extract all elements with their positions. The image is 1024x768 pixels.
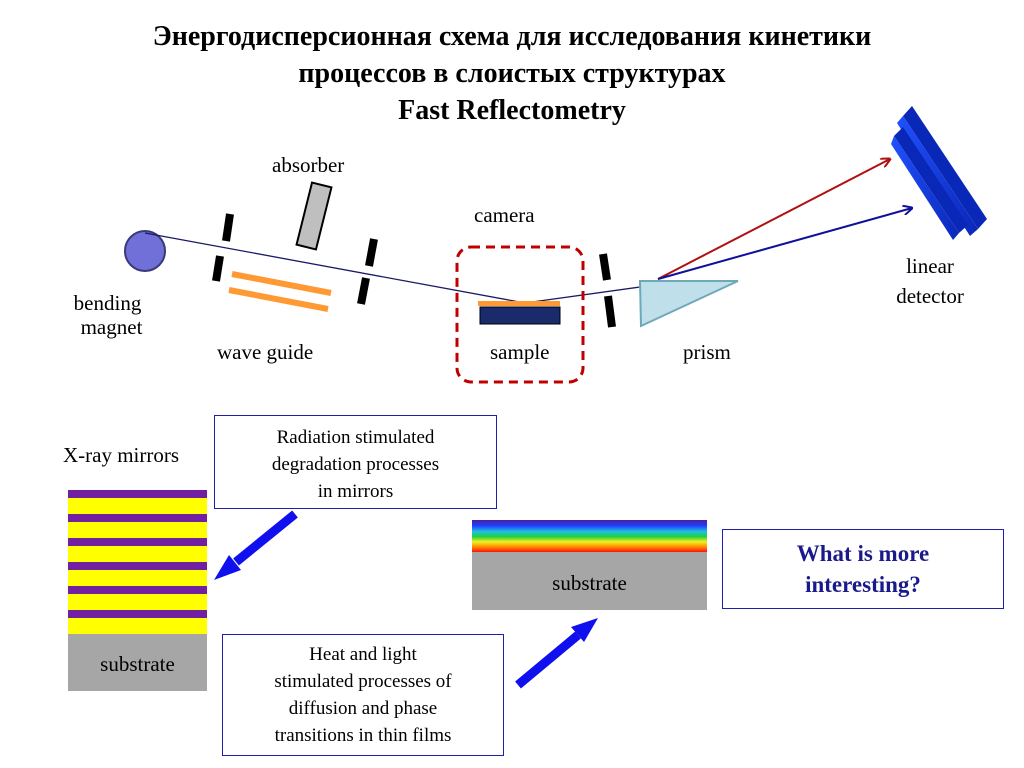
reflected-beam-red — [657, 159, 890, 280]
substrate-left-block — [68, 634, 207, 691]
heat-line-1: Heat and light — [309, 644, 417, 665]
title-line-2: процессов в слоистых структурах — [298, 58, 726, 89]
label-linear-detector: linear detector — [870, 251, 990, 311]
wave-guide-plate-1 — [231, 271, 332, 296]
xray-mirror-stack — [68, 490, 207, 634]
thin-film-layers — [472, 520, 707, 552]
radiation-line-1: Radiation stimulated — [276, 427, 435, 448]
label-xray-mirrors: X-ray mirrors — [63, 443, 180, 467]
label-camera: camera — [474, 203, 535, 227]
label-bending-line1: bending — [73, 291, 142, 315]
reflected-beam-blue — [657, 208, 912, 280]
label-bending-line2: magnet — [80, 315, 143, 339]
title-line-3: Fast Reflectometry — [398, 95, 626, 126]
label-substrate-left: substrate — [100, 652, 175, 676]
label-bending-magnet: bending magnet — [60, 291, 155, 339]
sample-substrate — [479, 306, 561, 325]
label-sample: sample — [490, 340, 550, 364]
slit-5 — [599, 253, 611, 281]
question-line-2: interesting? — [805, 572, 921, 597]
camera-frame — [455, 245, 585, 384]
label-substrate-right: substrate — [552, 571, 627, 595]
slit-4 — [357, 277, 370, 305]
arrow-up-right — [515, 618, 598, 689]
label-absorber: absorber — [272, 153, 345, 177]
label-linear-line2: detector — [896, 284, 964, 308]
question-line-1: What is more — [796, 541, 930, 566]
bending-magnet-circle — [124, 230, 166, 272]
label-prism: prism — [683, 340, 731, 364]
heat-line-3: diffusion and phase — [288, 698, 438, 719]
radiation-line-3: in mirrors — [317, 481, 394, 502]
radiation-line-2: degradation processes — [271, 454, 440, 475]
page-title: Энергодисперсионная схема для исследован… — [0, 18, 1024, 129]
wave-guide-plate-2 — [228, 287, 329, 312]
label-wave-guide: wave guide — [217, 340, 314, 364]
sample-film — [478, 301, 560, 306]
question-box: What is more interesting? — [722, 529, 1004, 609]
slit-2 — [212, 255, 224, 282]
slit-6 — [604, 295, 616, 328]
radiation-degradation-box: Radiation stimulated degradation process… — [214, 415, 497, 509]
slit-3 — [365, 238, 378, 267]
slit-1 — [222, 213, 234, 242]
arrow-down-left — [214, 510, 298, 580]
substrate-right-block — [472, 552, 707, 610]
heat-line-4: transitions in thin films — [274, 725, 452, 746]
heat-light-processes-box: Heat and light stimulated processes of d… — [222, 634, 504, 756]
label-linear-line1: linear — [906, 254, 954, 278]
linear-detector — [891, 106, 987, 240]
absorber-block — [295, 181, 333, 251]
prism-shape — [638, 280, 739, 328]
heat-line-2: stimulated processes of — [274, 671, 452, 692]
title-line-1: Энергодисперсионная схема для исследован… — [152, 21, 872, 52]
